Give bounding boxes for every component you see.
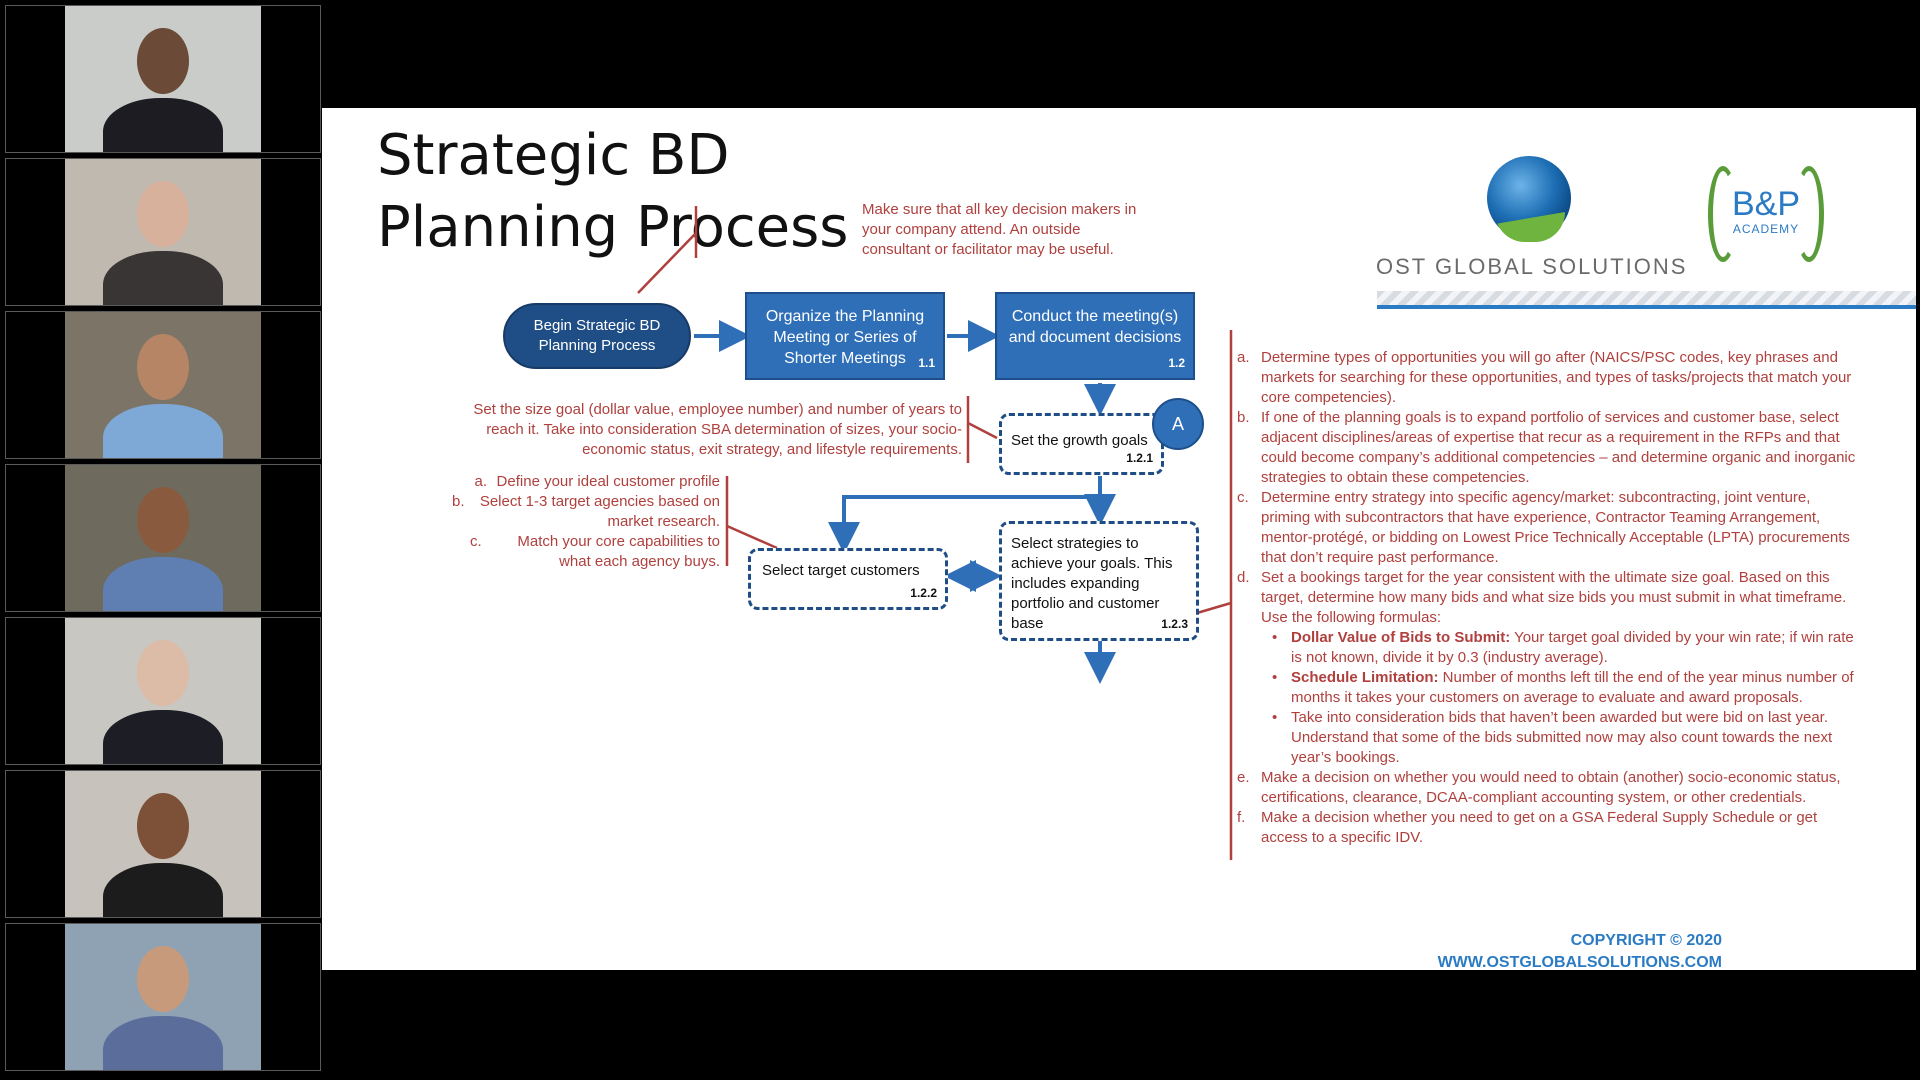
title-line-1: Strategic BD	[377, 123, 730, 188]
step-1-2-number: 1.2	[1168, 356, 1185, 370]
step-1-1-number: 1.1	[918, 356, 935, 370]
customer-note-c: c.Match your core capabilities to what e…	[470, 533, 720, 570]
note-attend: Make sure that all key decision makers i…	[862, 201, 1137, 258]
participant-body	[103, 404, 223, 458]
step-1-2-1-number: 1.2.1	[1126, 451, 1153, 465]
participant-video-2[interactable]	[5, 158, 321, 306]
participant-camera-feed	[65, 159, 261, 305]
step-1-1-box: Organize the Planning Meeting or Series …	[745, 292, 945, 380]
arrow-to-1-2-2	[828, 495, 1100, 554]
strategy-note-a: a.Determine types of opportunities you w…	[1237, 349, 1852, 406]
participant-camera-feed	[65, 312, 261, 458]
strategy-note-d: d.Set a bookings target for the year con…	[1237, 569, 1847, 626]
customer-note-a: a.Define your ideal customer profile	[474, 473, 720, 490]
strategy-note-d-bullet-3: •Take into consideration bids that haven…	[1272, 709, 1833, 766]
shared-slide: Strategic BD Planning Process OST GLOBAL…	[322, 108, 1916, 970]
note-size-goal: Set the size goal (dollar value, employe…	[473, 401, 962, 458]
step-1-2-2-number: 1.2.2	[910, 586, 937, 600]
step-1-2-label: Conduct the meeting(s) and document deci…	[1008, 308, 1182, 346]
participant-head	[137, 946, 189, 1012]
participant-head	[137, 334, 189, 400]
academy-logo-sub: ACADEMY	[1732, 222, 1800, 236]
participant-camera-feed	[65, 924, 261, 1070]
company-logo-text: OST GLOBAL SOLUTIONS	[1376, 254, 1688, 279]
strategy-note-c: c.Determine entry strategy into specific…	[1237, 489, 1850, 566]
strategy-note-f: f.Make a decision whether you need to ge…	[1237, 809, 1818, 846]
participant-head	[137, 640, 189, 706]
participant-body	[103, 863, 223, 917]
participant-body	[103, 251, 223, 305]
step-1-2-3-label: Select strategies to achieve your goals.…	[1011, 535, 1173, 632]
participant-body	[103, 710, 223, 764]
strategy-note-e: e.Make a decision on whether you would n…	[1237, 769, 1841, 806]
step-1-2-3-box: Select strategies to achieve your goals.…	[999, 521, 1199, 641]
participant-video-7[interactable]	[5, 923, 321, 1071]
step-1-1-label: Organize the Planning Meeting or Series …	[765, 308, 925, 367]
step-1-2-3-number: 1.2.3	[1161, 617, 1188, 631]
begin-process-label: Begin Strategic BD Planning Process	[533, 317, 661, 354]
strategy-notes-list: a.Determine types of opportunities you w…	[1237, 348, 1857, 848]
participant-head	[137, 181, 189, 247]
step-1-2-2-box: Select target customers 1.2.2	[748, 548, 948, 610]
participant-camera-feed	[65, 771, 261, 917]
begin-process-node: Begin Strategic BD Planning Process	[503, 303, 691, 369]
slide-title: Strategic BD Planning Process	[377, 120, 848, 264]
participant-head	[137, 793, 189, 859]
step-1-2-1-box: Set the growth goals 1.2.1	[999, 413, 1164, 475]
participant-video-6[interactable]	[5, 770, 321, 918]
connector-a-node: A	[1152, 398, 1204, 450]
participant-video-3[interactable]	[5, 311, 321, 459]
step-1-2-2-label: Select target customers	[762, 562, 920, 579]
participant-video-4[interactable]	[5, 464, 321, 612]
header-stripe	[1377, 291, 1916, 309]
participant-head	[137, 28, 189, 94]
participant-body	[103, 98, 223, 152]
academy-logo-main: B&P	[1731, 185, 1801, 223]
step-1-2-1-label: Set the growth goals	[1011, 432, 1148, 449]
website-text: WWW.OSTGLOBALSOLUTIONS.COM	[1437, 954, 1722, 970]
copyright-text: COPYRIGHT © 2020	[1570, 932, 1722, 949]
participant-video-1[interactable]	[5, 5, 321, 153]
participant-video-5[interactable]	[5, 617, 321, 765]
laurel-left-icon	[1708, 166, 1738, 262]
participant-body	[103, 557, 223, 611]
participant-body	[103, 1016, 223, 1070]
participant-head	[137, 487, 189, 553]
flow-connectors	[637, 206, 1233, 860]
title-line-2: Planning Process	[377, 195, 849, 260]
strategy-note-b: b.If one of the planning goals is to exp…	[1237, 409, 1856, 486]
bp-academy-logo: B&P ACADEMY	[1702, 158, 1830, 266]
laurel-right-icon	[1794, 166, 1824, 262]
participant-camera-feed	[65, 6, 261, 152]
strategy-note-d-bullet-1: •Dollar Value of Bids to Submit: Your ta…	[1272, 629, 1854, 666]
ost-logo-icon	[1487, 156, 1571, 240]
step-1-2-box: Conduct the meeting(s) and document deci…	[995, 292, 1195, 380]
customer-notes: a.Define your ideal customer profile b.S…	[440, 472, 720, 572]
participant-camera-feed	[65, 618, 261, 764]
customer-note-b: b.Select 1-3 target agencies based on ma…	[452, 493, 720, 530]
strategy-note-d-bullet-2: •Schedule Limitation: Number of months l…	[1272, 669, 1854, 706]
participant-camera-feed	[65, 465, 261, 611]
